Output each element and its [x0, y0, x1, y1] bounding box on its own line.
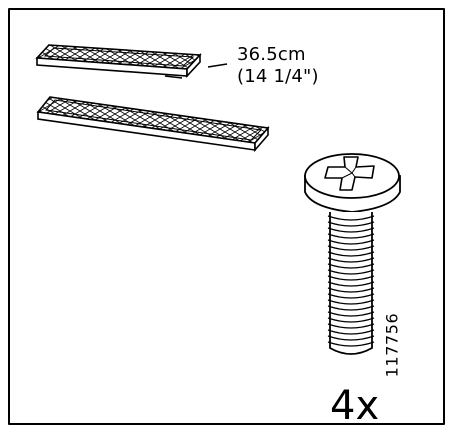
dimension-metric: 36.5cm	[237, 44, 306, 65]
mesh-shelf-panels-icon	[35, 44, 270, 153]
part-number: 117756	[382, 312, 402, 378]
quantity-label: 4x	[330, 383, 380, 429]
dimension-imperial: (14 1/4")	[237, 66, 319, 87]
lower-shelf-panel	[36, 96, 270, 153]
phillips-screw-icon	[304, 153, 401, 355]
dimension-leader	[164, 63, 228, 79]
dimension-label: 36.5cm (14 1/4")	[237, 44, 319, 88]
upper-shelf-panel	[35, 44, 202, 79]
